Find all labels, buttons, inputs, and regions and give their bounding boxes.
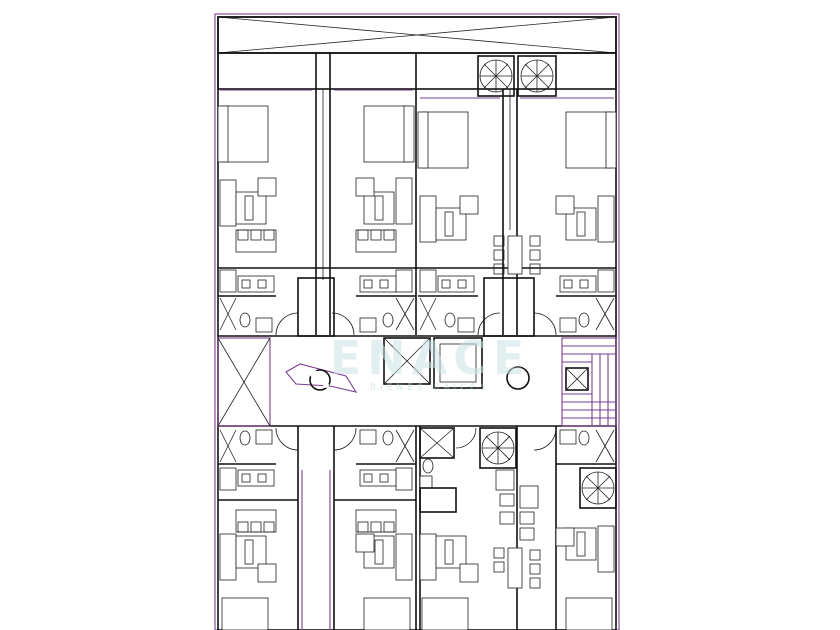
upper-unit-1 — [217, 105, 299, 336]
bed-icon — [421, 597, 469, 630]
sofa-icon — [395, 177, 413, 225]
central-corridor — [217, 335, 616, 427]
bed-icon — [565, 597, 613, 630]
toilet-icon — [239, 312, 251, 328]
upper-unit-4 — [533, 111, 617, 336]
toilet-icon — [382, 430, 394, 446]
plant-icon — [285, 363, 358, 393]
building-outline — [214, 13, 620, 630]
toilet-icon — [239, 430, 251, 446]
lower-unit-1 — [218, 427, 299, 630]
upper-unit-walls — [218, 89, 616, 269]
toilet-icon — [578, 312, 590, 328]
sofa-icon — [597, 195, 615, 243]
bed-icon — [221, 105, 269, 163]
toilet-icon — [444, 312, 456, 328]
bed-icon — [363, 105, 411, 163]
sofa-icon — [419, 195, 437, 243]
bed-icon — [565, 111, 613, 169]
sofa-icon — [597, 525, 615, 573]
top-void — [217, 16, 617, 54]
fan-icon — [517, 55, 557, 97]
lower-unit-dividers — [218, 426, 557, 630]
sofa-icon — [395, 533, 413, 581]
lower-unit-3 — [419, 427, 541, 630]
toilet-icon — [422, 458, 434, 474]
bed-icon — [221, 597, 269, 630]
bed-icon — [363, 597, 411, 630]
bed-icon — [421, 111, 469, 169]
fan-icon — [479, 427, 517, 469]
sofa-icon — [419, 533, 437, 581]
lower-unit-2 — [333, 427, 416, 630]
upper-corridor — [217, 52, 617, 90]
lower-unit-4 — [533, 427, 617, 630]
stair-icon — [561, 337, 617, 427]
plant-icon — [506, 366, 530, 390]
sofa-icon — [219, 533, 237, 581]
upper-unit-dividers — [315, 53, 518, 335]
toilet-icon — [578, 430, 590, 446]
fan-icon — [477, 55, 515, 97]
fan-icon — [579, 467, 617, 509]
sofa-icon — [219, 179, 237, 227]
upper-unit-3 — [417, 111, 541, 336]
toilet-icon — [382, 312, 394, 328]
upper-unit-2 — [331, 105, 416, 336]
